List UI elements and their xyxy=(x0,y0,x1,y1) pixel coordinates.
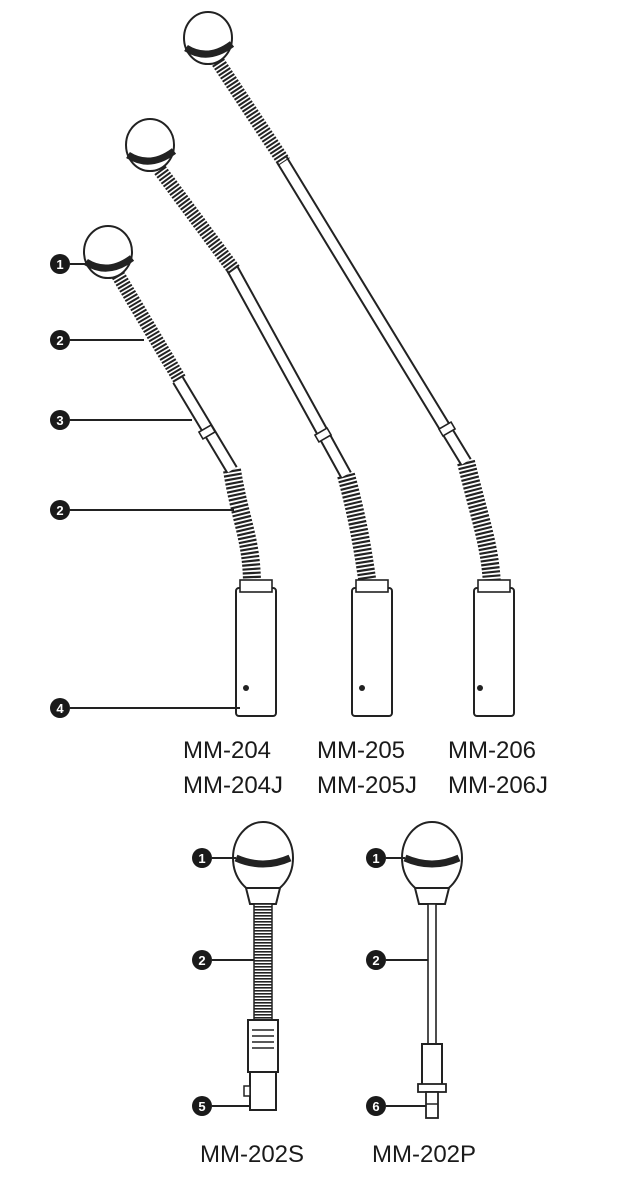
tube-joint xyxy=(197,423,217,441)
upper-flex-neck xyxy=(111,271,187,384)
lower-flex-neck xyxy=(337,472,377,587)
label-mm-205j: MM-205J xyxy=(317,772,417,799)
callout-3: 3 xyxy=(50,410,192,430)
lower-flex-neck xyxy=(223,468,261,586)
mic-base xyxy=(235,587,277,717)
flex-neck xyxy=(253,903,273,1021)
model-labels-gooseneck: MM-204 MM-204J MM-205 MM-205J MM-206 MM-… xyxy=(183,737,548,799)
svg-text:2: 2 xyxy=(372,953,379,968)
mic-mm-205 xyxy=(125,118,393,717)
svg-text:1: 1 xyxy=(198,851,205,866)
label-mm-206j: MM-206J xyxy=(448,772,548,799)
mic-base xyxy=(351,587,393,717)
mic-mm-202s xyxy=(232,821,294,1111)
svg-text:1: 1 xyxy=(56,257,63,272)
plug-connector xyxy=(421,1043,443,1087)
callout-4: 4 xyxy=(50,698,240,718)
svg-text:2: 2 xyxy=(56,503,63,518)
svg-text:4: 4 xyxy=(56,701,64,716)
callout-2-plug: 2 xyxy=(366,950,428,970)
callout-6: 6 xyxy=(366,1096,426,1116)
callout-2: 2 xyxy=(50,330,144,350)
svg-text:3: 3 xyxy=(56,413,63,428)
callout-1-plug: 1 xyxy=(366,848,405,868)
model-labels-stem: MM-202S MM-202P xyxy=(200,1141,476,1168)
label-mm-202p: MM-202P xyxy=(372,1141,476,1168)
svg-text:5: 5 xyxy=(198,1099,205,1114)
callouts-stem: 1 2 5 1 2 6 xyxy=(192,848,428,1116)
label-mm-205: MM-205 xyxy=(317,737,405,764)
svg-text:2: 2 xyxy=(56,333,63,348)
callout-2-lower: 2 xyxy=(50,500,234,520)
callout-1-xlr: 1 xyxy=(192,848,236,868)
label-mm-204j: MM-204J xyxy=(183,772,283,799)
callouts-gooseneck: 1 2 3 2 4 xyxy=(50,254,240,718)
lower-flex-neck xyxy=(457,459,501,586)
callout-1: 1 xyxy=(50,254,92,274)
xlr-connector xyxy=(247,1019,279,1073)
mic-mm-204 xyxy=(83,225,277,717)
svg-text:6: 6 xyxy=(372,1099,379,1114)
tube-joint xyxy=(313,426,333,444)
svg-text:2: 2 xyxy=(198,953,205,968)
label-mm-206: MM-206 xyxy=(448,737,536,764)
mic-mm-202p xyxy=(401,821,463,1119)
svg-text:1: 1 xyxy=(372,851,379,866)
mic-mm-206 xyxy=(183,11,515,717)
thin-stem xyxy=(427,903,437,1045)
callout-2-xlr: 2 xyxy=(192,950,254,970)
label-mm-204: MM-204 xyxy=(183,737,271,764)
mic-base xyxy=(473,587,515,717)
callout-5: 5 xyxy=(192,1096,250,1116)
label-mm-202s: MM-202S xyxy=(200,1141,304,1168)
tube-joint xyxy=(437,420,457,438)
upper-flex-neck xyxy=(154,165,240,275)
upper-flex-neck xyxy=(212,58,290,166)
